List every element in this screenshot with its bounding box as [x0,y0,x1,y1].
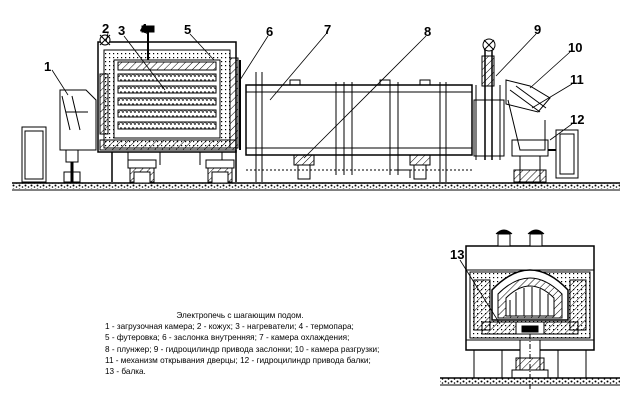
callout-1: 1 [44,59,51,74]
section-view [440,229,620,390]
legend-line: 5 - футеровка; 6 - заслонка внутренняя; … [105,333,350,343]
shutter-drive [473,38,505,160]
side-view [12,25,620,191]
legend-line: 1 - загрузочная камера; 2 - кожух; 3 - н… [105,322,354,332]
leader-lines [51,29,573,325]
heating-chamber [97,25,241,153]
callout-10: 10 [568,40,582,55]
unloading-chamber [505,79,551,183]
callout-3: 3 [118,23,125,38]
callout-9: 9 [534,22,541,37]
callout-5: 5 [184,22,191,37]
ground [12,183,620,189]
cooling-chamber [245,72,473,182]
callout-11: 11 [570,72,584,87]
legend-line: 11 - механизм открывания дверцы; 12 - ги… [105,355,371,365]
beam-drive-cylinder [548,129,579,179]
callout-4: 4 [140,21,148,36]
callout-2: 2 [102,21,109,36]
callout-8: 8 [424,24,431,39]
callout-13: 13 [450,247,464,262]
callout-12: 12 [570,112,584,127]
legend-caption: Электропечь с шагающим подом. [176,311,304,320]
legend-line: 8 - плунжер; 9 - гидроцилиндр привода за… [105,344,380,354]
chamber-supports [111,150,237,184]
callouts: 1 2 3 4 5 6 7 8 9 10 11 12 13 [44,21,584,262]
loading-chamber [21,89,97,183]
callout-7: 7 [324,22,331,37]
legend: Электропечь с шагающим подом. 1 - загруз… [105,310,405,377]
legend-line: 13 - балка. [105,367,146,377]
callout-6: 6 [266,24,273,39]
